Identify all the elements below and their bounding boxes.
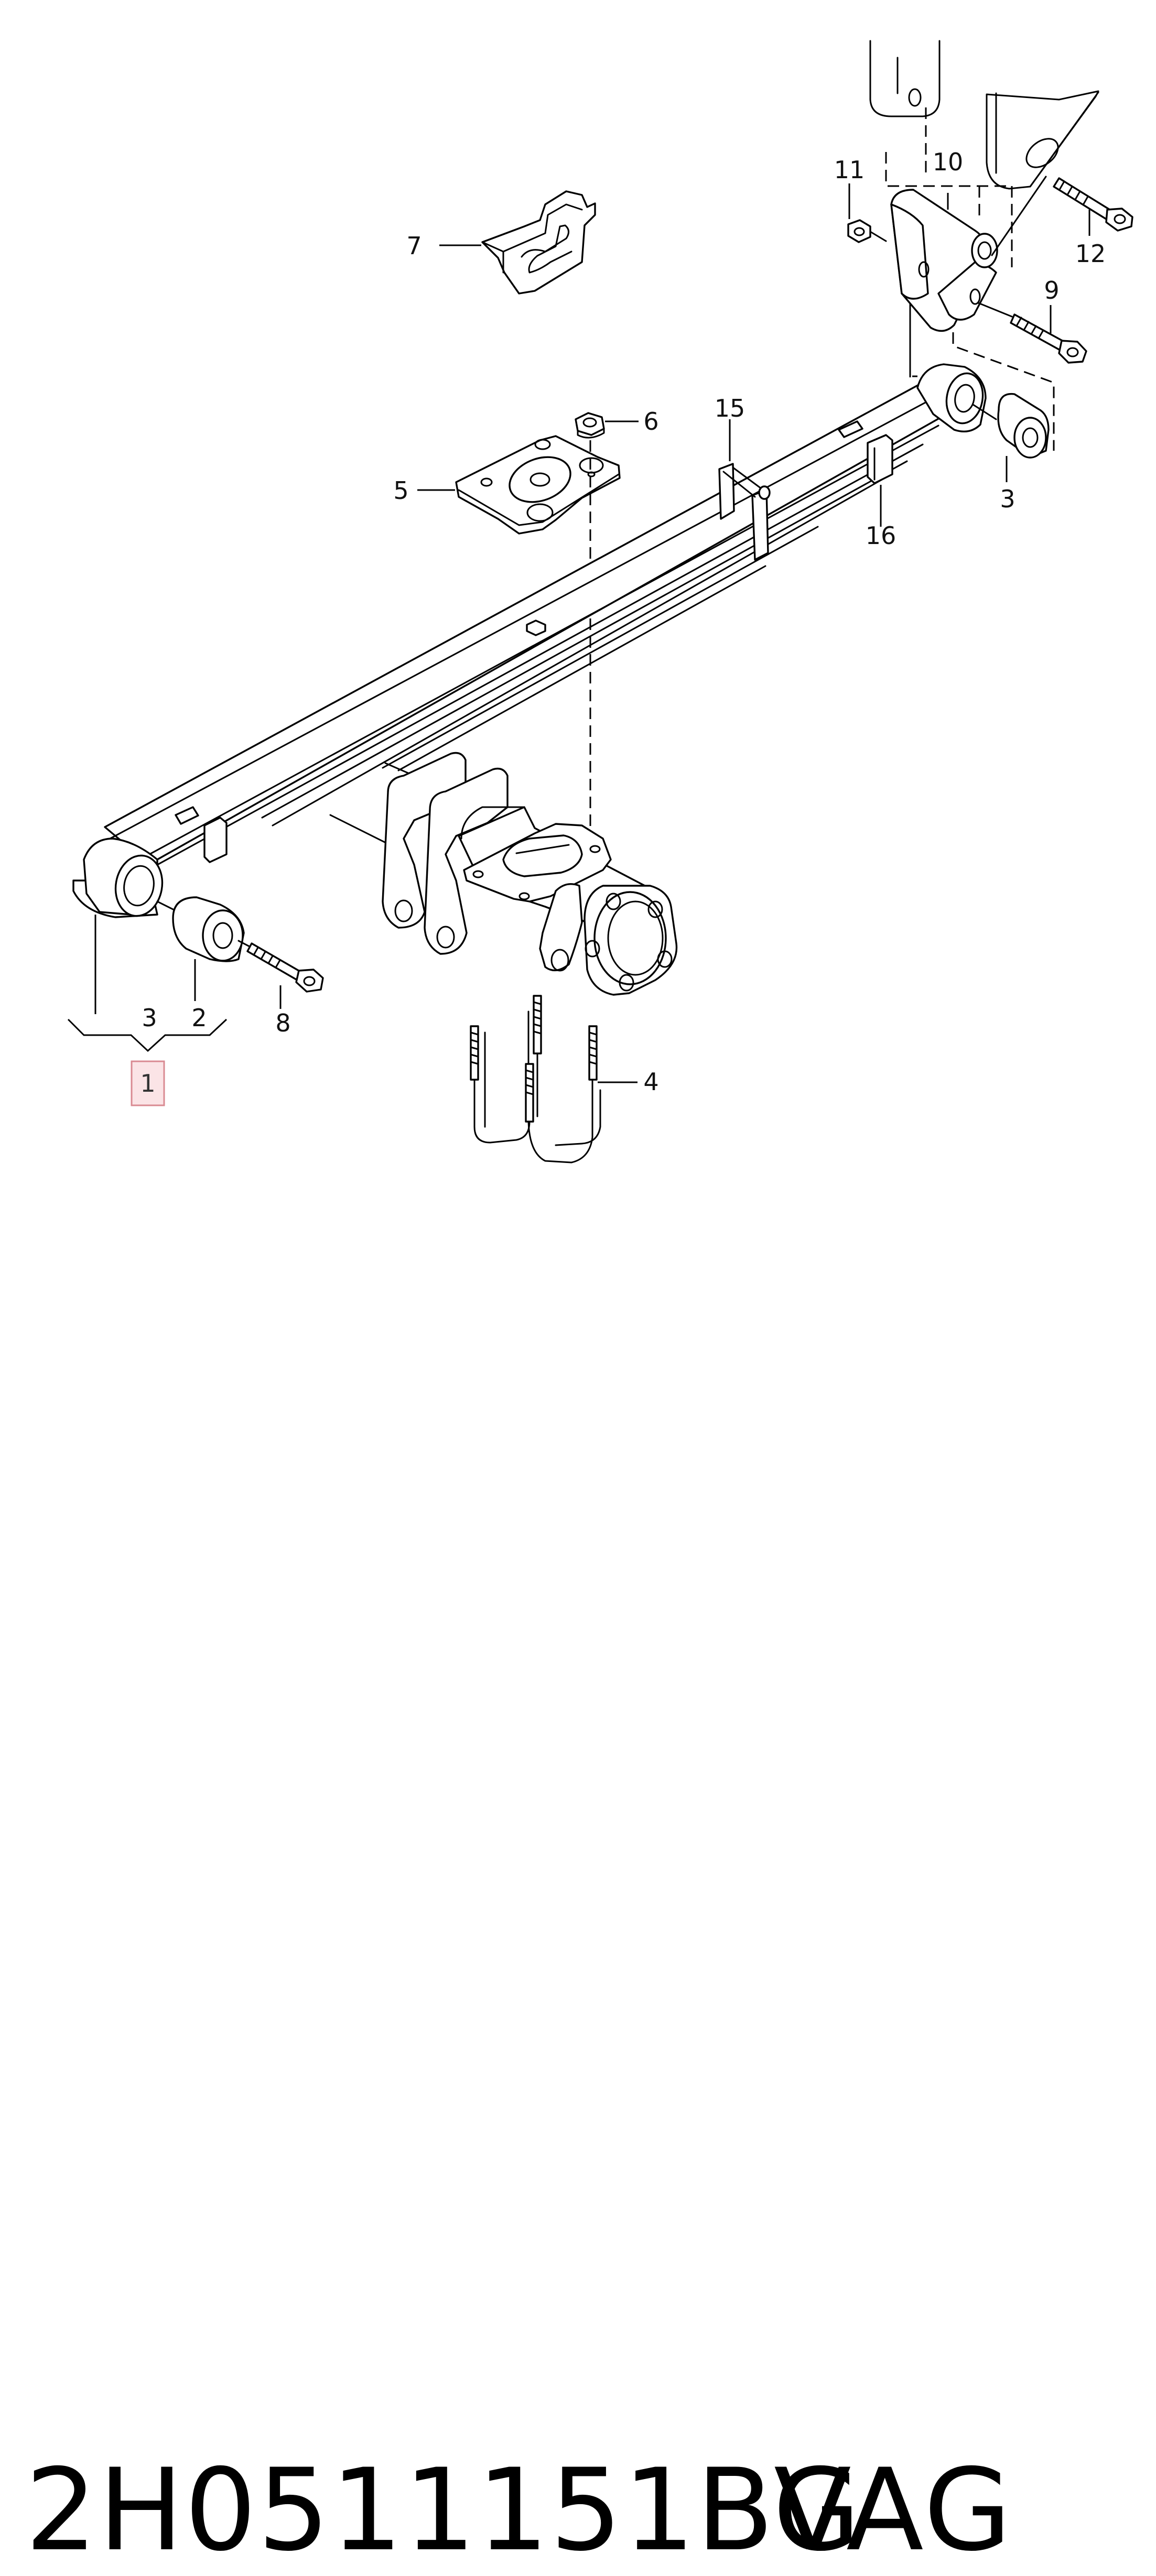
- bushing-2-front: [156, 896, 245, 962]
- callout-9: 9: [1044, 276, 1059, 305]
- leaf-spring-exploded-diagram: 7 5 6 15 16 11 10 12 9 3 4 8 2 3 1: [67, 40, 1133, 1164]
- caption-bar: 2H0511151BG VAG: [0, 1221, 1156, 2573]
- bushing-3-rear: [972, 393, 1050, 459]
- callout-10: 10: [933, 148, 964, 176]
- nut-6: [575, 412, 605, 439]
- callout-2: 2: [191, 1004, 207, 1032]
- body-bracket: [986, 90, 1099, 190]
- callout-15: 15: [715, 394, 746, 422]
- frame-rail-stub: [869, 40, 941, 117]
- part-number: 2H0511151BG: [25, 2444, 862, 2576]
- u-bolt-set: [470, 995, 601, 1164]
- bolt-8: [237, 940, 324, 993]
- callout-4: 4: [643, 1068, 658, 1096]
- callout-6: 6: [643, 407, 658, 436]
- brand-label: VAG: [774, 2444, 1014, 2576]
- callout-12: 12: [1075, 240, 1106, 268]
- callout-1-highlight[interactable]: 1: [131, 1060, 165, 1106]
- bump-stop-bracket: [481, 190, 596, 295]
- spring-plate: [455, 435, 621, 535]
- callout-16: 16: [866, 521, 896, 550]
- bolt-12: [991, 176, 1133, 256]
- spring-shackle: [890, 189, 998, 332]
- spring-clip-16: [867, 434, 893, 484]
- callout-3-left: 3: [142, 1004, 157, 1032]
- spring-eye-rear: [916, 363, 987, 432]
- callout-leaders: [67, 183, 1090, 1083]
- callout-5: 5: [393, 476, 408, 505]
- callout-1: 1: [140, 1069, 155, 1097]
- spring-eye-front: [72, 838, 164, 918]
- callout-8: 8: [275, 1009, 290, 1037]
- spring-clip-15: [718, 463, 771, 561]
- callout-11: 11: [834, 156, 865, 184]
- callout-3-right: 3: [1000, 485, 1015, 513]
- nut-11: [847, 219, 887, 243]
- bolt-9: [977, 302, 1087, 364]
- callout-7: 7: [406, 232, 422, 260]
- spring-clip-front: [203, 817, 228, 863]
- axle-housing: [329, 752, 678, 996]
